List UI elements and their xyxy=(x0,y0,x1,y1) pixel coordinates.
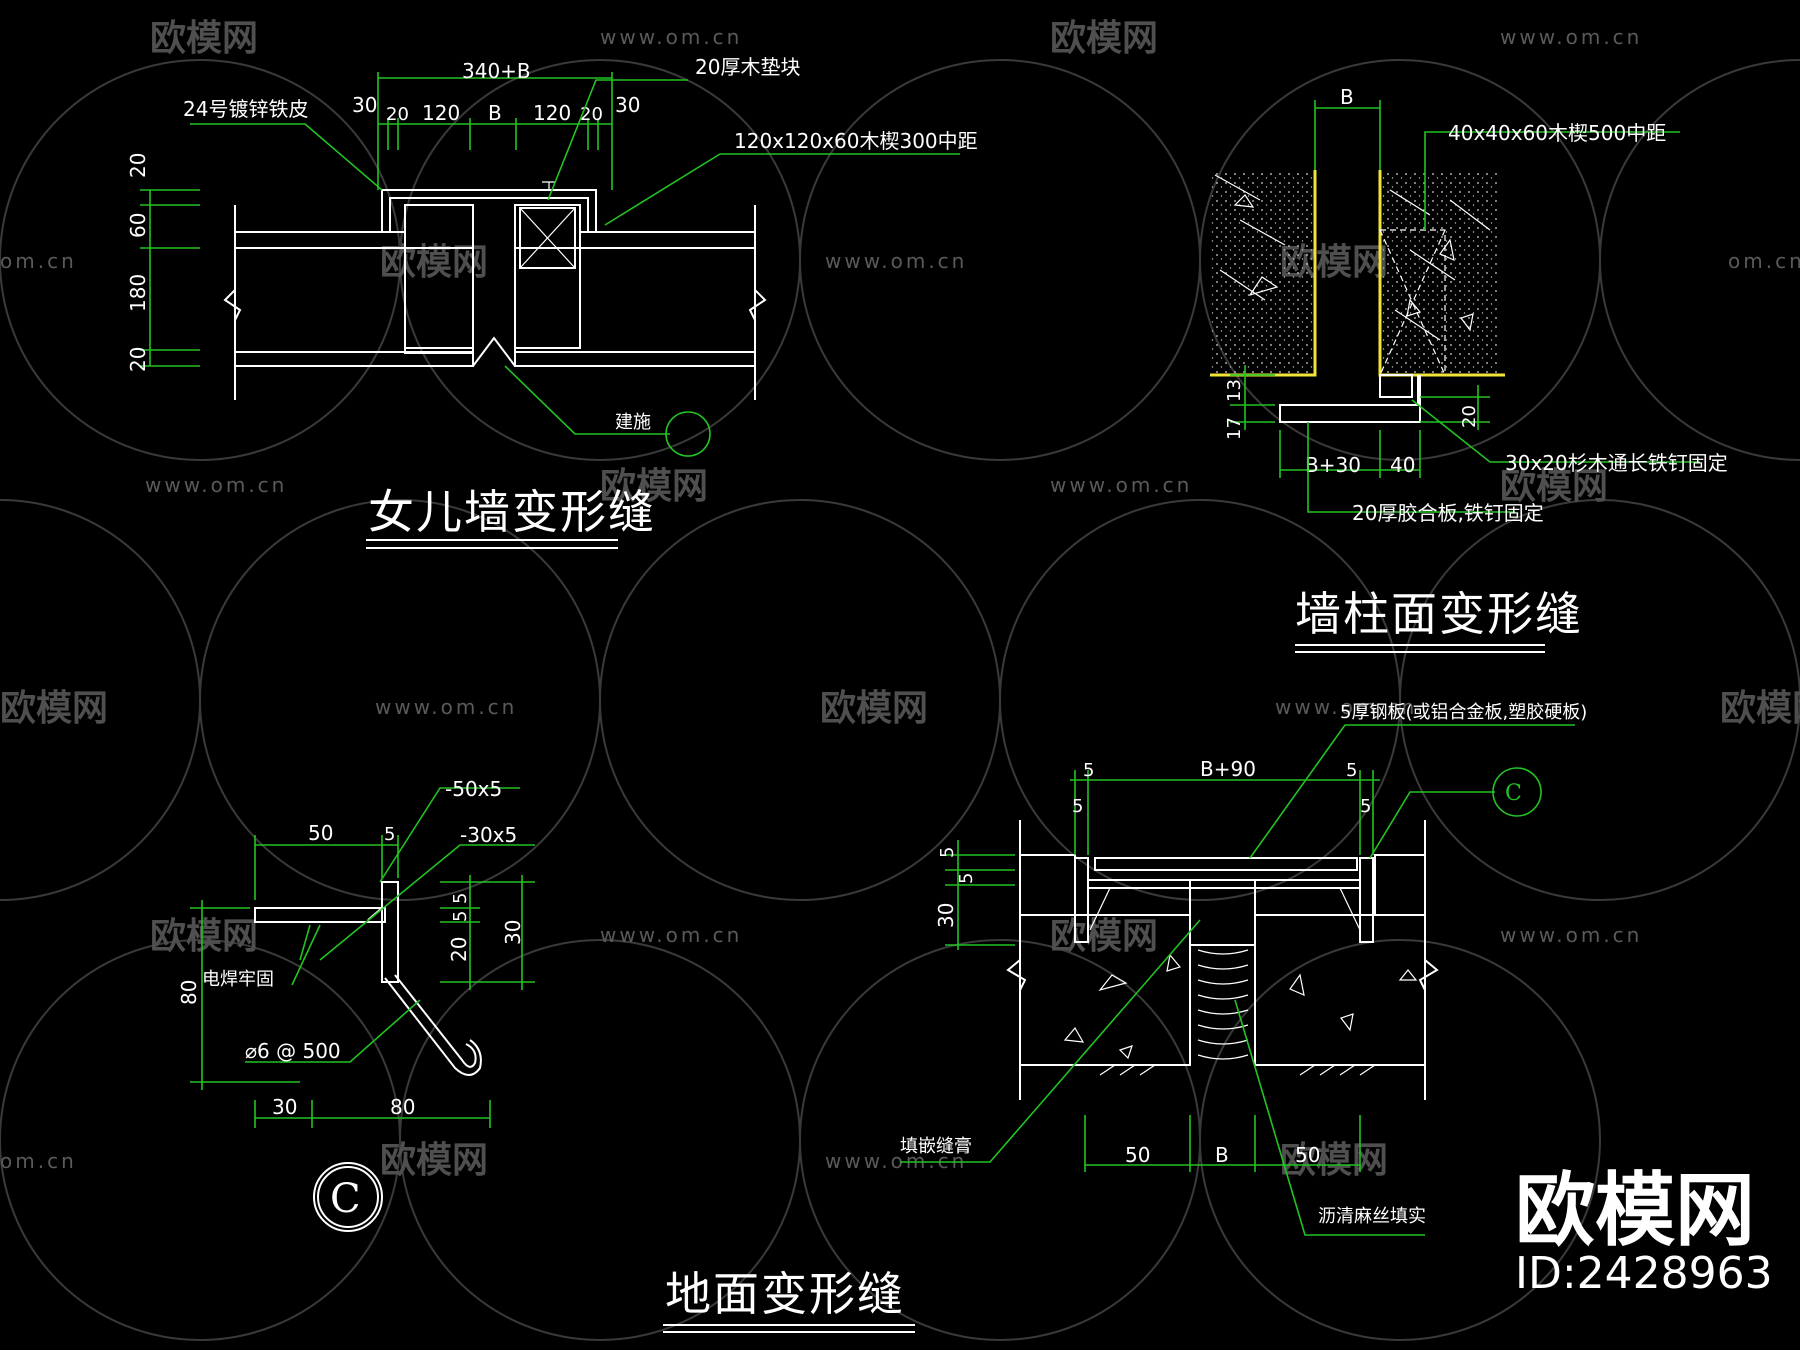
label-flat-bar-30: -30x5 xyxy=(460,823,517,847)
watermark-site: www.om.cn xyxy=(1500,923,1642,947)
label-galvanized-sheet: 24号镀锌铁皮 xyxy=(183,97,308,121)
watermark-logo: 欧模网 xyxy=(0,688,108,729)
watermarks: 欧模网 www.om.cn 欧模网 www.om.cn om.cn 欧模网 ww… xyxy=(0,18,1800,1181)
dim-60: 60 xyxy=(126,213,150,238)
watermark-logo: 欧模网 xyxy=(820,688,928,729)
dim-b-bottom: B xyxy=(1215,1143,1229,1167)
parapet-joint-detail: 340+B 30 20 120 B 120 20 30 20 60 180 20… xyxy=(126,55,978,549)
watermark-logo: 欧模网 xyxy=(150,18,258,59)
label-steel-plate: 5厚钢板(或铝合金板,塑胶硬板) xyxy=(1340,702,1587,723)
dim-50: 50 xyxy=(308,821,333,845)
dim-17: 17 xyxy=(1224,417,1245,440)
watermark-logo: 欧模网 xyxy=(1500,466,1608,507)
floor-joint-detail: 5厚钢板(或铝合金板,塑胶硬板) 5 B+90 5 5 5 C 5 5 30 填… xyxy=(663,702,1587,1333)
dim-13: 13 xyxy=(1224,379,1245,402)
watermark-site: www.om.cn xyxy=(1500,25,1642,49)
dim-5-low-left: 5 xyxy=(1072,796,1083,817)
dim-80-left: 80 xyxy=(177,980,201,1005)
watermark-logo: 欧模网 xyxy=(1720,688,1800,729)
watermark-circles xyxy=(0,59,1800,1341)
dim-5-left-a: 5 xyxy=(937,847,958,858)
dim-5-left-b: 5 xyxy=(956,873,977,884)
dim-30-right: 30 xyxy=(615,93,640,117)
label-wood-block: 20厚木垫块 xyxy=(695,55,800,79)
title-wall-column-joint: 墙柱面变形缝 xyxy=(1295,587,1583,641)
dim-5-top-left: 5 xyxy=(1083,760,1094,781)
brand-mark: 欧模网 ID:2428963 xyxy=(1515,1164,1773,1299)
dim-5: 5 xyxy=(384,824,395,845)
watermark-logo: 欧模网 xyxy=(380,1140,488,1181)
dim-20-left: 20 xyxy=(386,104,409,125)
dim-30-bottom: 30 xyxy=(272,1095,297,1119)
dim-40: 40 xyxy=(1390,453,1415,477)
label-fir-strip: 30x20杉木通长铁钉固定 xyxy=(1505,451,1728,475)
watermark-logo: 欧模网 xyxy=(1050,18,1158,59)
dim-30-left: 30 xyxy=(352,93,377,117)
watermark-site: www.om.cn xyxy=(825,249,967,273)
dim-b-plus-30: B+30 xyxy=(1305,453,1361,477)
watermark-site: www.om.cn xyxy=(825,1149,967,1173)
watermark-site: om.cn xyxy=(1728,249,1800,273)
watermark-site: www.om.cn xyxy=(1275,695,1417,719)
label-weld: 电焊牢固 xyxy=(202,969,274,990)
dim-20: 20 xyxy=(447,937,471,962)
dim-120-right: 120 xyxy=(533,101,571,125)
dim-b: B xyxy=(488,101,502,125)
label-wood-wedge-40: 40x40x60木楔500中距 xyxy=(1448,121,1666,145)
watermark-site: www.om.cn xyxy=(145,473,287,497)
dim-total: 340+B xyxy=(462,59,531,83)
title-floor-joint: 地面变形缝 xyxy=(665,1267,905,1321)
label-asphalt-fill: 沥清麻丝填实 xyxy=(1318,1206,1426,1227)
watermark-logo: 欧模网 xyxy=(1280,1140,1388,1181)
dim-5-a: 5 xyxy=(450,893,471,904)
dim-5-low-right: 5 xyxy=(1360,796,1371,817)
dim-120-left: 120 xyxy=(422,101,460,125)
watermark-site: www.om.cn xyxy=(600,923,742,947)
dim-5-top-right: 5 xyxy=(1346,760,1357,781)
watermark-logo: 欧模网 xyxy=(150,916,258,957)
brand-id: ID:2428963 xyxy=(1515,1248,1773,1299)
dim-b-top: B xyxy=(1340,85,1354,109)
dim-180: 180 xyxy=(126,274,150,312)
dim-20-top: 20 xyxy=(126,153,150,178)
label-flat-bar-50: -50x5 xyxy=(445,777,502,801)
dim-30-left: 30 xyxy=(934,903,958,928)
dim-50-bottom-left: 50 xyxy=(1125,1143,1150,1167)
watermark-site: om.cn xyxy=(0,1149,77,1173)
watermark-site: www.om.cn xyxy=(375,695,517,719)
dim-b-plus-90: B+90 xyxy=(1200,757,1256,781)
dim-20-bottom: 20 xyxy=(126,347,150,372)
label-arch: 建施 xyxy=(615,412,651,433)
watermark-site: om.cn xyxy=(0,249,77,273)
watermark-logo: 欧模网 xyxy=(600,466,708,507)
dim-5-b: 5 xyxy=(450,911,471,922)
label-rebar: ⌀6 @ 500 xyxy=(245,1039,341,1063)
mark-c: C xyxy=(330,1176,361,1222)
label-wood-wedge: 120x120x60木楔300中距 xyxy=(734,129,978,153)
wall-column-joint-detail: B 40x40x60木楔500中距 13 17 20 B+30 40 30x20… xyxy=(1210,85,1728,653)
dim-20-right: 20 xyxy=(580,104,603,125)
detail-c-anchor: 电焊牢固 ⌀6 @ 500 50 5 -50x5 -30x5 5 5 20 30… xyxy=(177,777,535,1232)
brand-name: 欧模网 xyxy=(1515,1164,1755,1257)
watermark-logo: 欧模网 xyxy=(1050,916,1158,957)
dim-80-bottom: 80 xyxy=(390,1095,415,1119)
dim-20-right: 20 xyxy=(1459,405,1480,428)
label-plywood: 20厚胶合板,铁钉固定 xyxy=(1352,501,1544,525)
dim-30: 30 xyxy=(501,920,525,945)
dim-50-bottom-right: 50 xyxy=(1295,1143,1320,1167)
mark-c-floor: C xyxy=(1505,781,1522,806)
watermark-site: www.om.cn xyxy=(1050,473,1192,497)
label-sealant: 填嵌缝膏 xyxy=(900,1135,972,1157)
title-parapet-joint: 女儿墙变形缝 xyxy=(368,485,656,539)
watermark-site: www.om.cn xyxy=(600,25,742,49)
